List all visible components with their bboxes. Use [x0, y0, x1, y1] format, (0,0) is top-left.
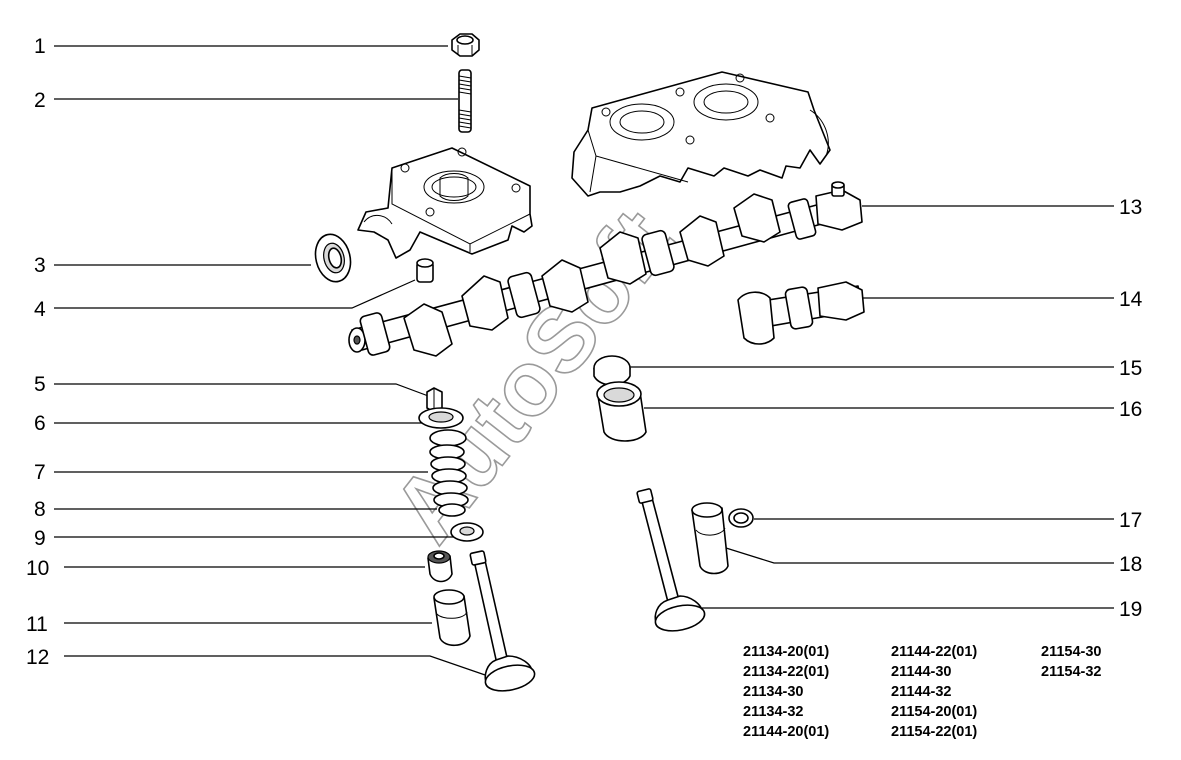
- right-bearing-housing: [571, 71, 831, 197]
- callout-label-13: 13: [1119, 196, 1142, 219]
- model-code: 21134-20(01): [743, 644, 830, 660]
- part-10-stem-seal: [427, 550, 453, 583]
- callout-label-4: 4: [34, 298, 46, 321]
- model-code: [1041, 722, 1151, 742]
- model-code: 21144-30: [891, 664, 952, 680]
- callout-label-16: 16: [1119, 398, 1142, 421]
- model-code: [1041, 682, 1151, 702]
- leader-line-12: [64, 655, 489, 677]
- applicable-models-table: 21134-20(01) 21144-22(01) 21154-30 21134…: [743, 642, 1163, 742]
- model-code: 21144-32: [891, 684, 952, 700]
- model-code: 21144-22(01): [891, 644, 978, 660]
- model-code: 21154-32: [1041, 664, 1102, 680]
- leader-line-4: [54, 279, 416, 309]
- part-8-inner-spring: [438, 503, 466, 517]
- callout-label-15: 15: [1119, 357, 1142, 380]
- callout-label-7: 7: [34, 461, 46, 484]
- model-code: [1041, 702, 1151, 722]
- part-15-shim: [593, 355, 631, 386]
- part-14-camshaft-short: [737, 281, 865, 345]
- part-6-spring-retainer: [418, 407, 464, 429]
- leader-line-5: [54, 383, 432, 398]
- callout-label-9: 9: [34, 527, 46, 550]
- model-code: 21134-32: [743, 704, 804, 720]
- part-17-retaining-ring: [728, 508, 754, 528]
- part-9-spring-seat: [450, 522, 484, 542]
- callout-label-18: 18: [1119, 553, 1142, 576]
- callout-label-10: 10: [26, 557, 49, 580]
- callout-label-2: 2: [34, 89, 46, 112]
- callout-label-14: 14: [1119, 288, 1143, 311]
- part-1-nut: [451, 33, 480, 57]
- left-bearing-housing: [357, 147, 533, 259]
- part-11-valve-guide: [433, 589, 471, 647]
- callout-label-12: 12: [26, 646, 49, 669]
- model-code: 21154-30: [1041, 644, 1102, 660]
- model-code: 21154-22(01): [891, 724, 978, 740]
- leader-line-18: [725, 547, 1114, 564]
- callout-label-17: 17: [1119, 509, 1142, 532]
- part-7-valve-springs: [429, 429, 469, 508]
- callout-label-5: 5: [34, 373, 46, 396]
- callout-label-19: 19: [1119, 598, 1142, 621]
- callout-label-3: 3: [34, 254, 46, 277]
- part-2-stud: [458, 69, 472, 133]
- part-19-valve: [636, 488, 706, 632]
- part-3-oil-seal: [314, 233, 352, 283]
- right-callouts: 13 14 15 16 17 18 19: [628, 196, 1143, 621]
- part-18-valve-guide: [691, 502, 729, 575]
- part-12-valve: [469, 550, 536, 692]
- model-code: 21134-22(01): [743, 664, 830, 680]
- part-4-bush: [416, 258, 434, 283]
- callout-label-11: 11: [26, 613, 48, 636]
- model-code: 21144-20(01): [743, 724, 830, 740]
- model-code: 21154-20(01): [891, 704, 978, 720]
- callout-label-8: 8: [34, 498, 46, 521]
- part-13-camshaft: [348, 181, 863, 357]
- left-callouts: 1 2 3 4 5 6 7 8 9 10 11 12: [26, 35, 489, 677]
- callout-label-6: 6: [34, 412, 46, 435]
- callout-label-1: 1: [34, 35, 46, 58]
- model-code: 21134-30: [743, 684, 804, 700]
- part-16-tappet: [596, 381, 647, 442]
